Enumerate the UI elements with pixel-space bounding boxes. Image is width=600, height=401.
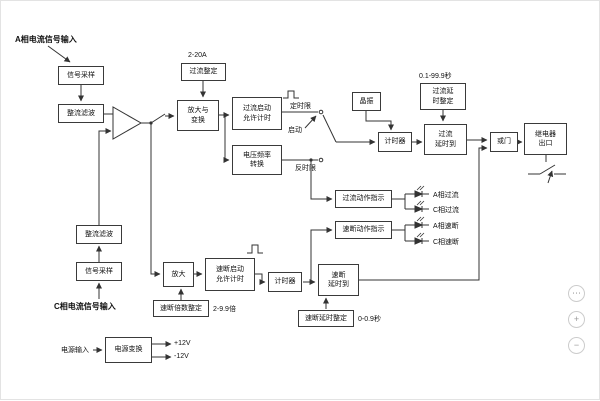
indicator-a-quickbreak: A相速断 [433, 223, 459, 230]
box-timer-oc: 计时器 [378, 132, 412, 152]
box-rectifier-filter-c: 整流滤波 [76, 225, 122, 244]
selector-terminals [318, 109, 324, 163]
box-oc-action-indicator: 过流动作指示 [335, 190, 392, 208]
annotation-v-pos: +12V [174, 340, 191, 347]
plus-icon: + [573, 314, 580, 324]
junction-dots [149, 113, 313, 284]
wiring-lines [47, 45, 547, 360]
minus-icon: − [573, 340, 580, 350]
box-qb-action-indicator: 速断动作指示 [335, 221, 392, 239]
more-icon: ⋯ [572, 288, 581, 298]
annotation-qb-multiple-range: 2-9.9倍 [213, 306, 236, 313]
relay-contact-symbol [528, 164, 566, 184]
led-c-quickbreak-icon [414, 232, 429, 245]
box-signal-sample-c: 信号采样 [76, 262, 122, 281]
pulse-glyph-oc [283, 90, 299, 99]
annotation-oc-delay-range: 0.1-99.9秒 [419, 73, 452, 80]
box-amplify: 放大 [163, 262, 194, 287]
box-timer-qb: 计时器 [268, 272, 302, 292]
box-power-conversion: 电源变换 [105, 337, 152, 363]
input-label-power: 电源输入 [61, 347, 89, 354]
input-label-phase-a: A相电流信号输入 [15, 35, 77, 44]
led-symbols [414, 185, 429, 245]
input-label-phase-c: C相电流信号输入 [54, 302, 116, 311]
annotation-start: 启动 [288, 127, 302, 134]
led-a-quickbreak-icon [414, 216, 429, 229]
indicator-c-overcurrent: C相过流 [433, 207, 460, 214]
indicator-a-overcurrent: A相过流 [433, 192, 459, 199]
box-rectifier-filter-a: 整流滤波 [58, 104, 104, 123]
annotation-inverse-time: 反时限 [295, 165, 316, 172]
box-amplify-transform: 放大与 变换 [177, 100, 219, 131]
box-oc-delay-reached: 过流 延时到 [424, 124, 467, 155]
box-qb-delay-reached: 速断 延时到 [318, 264, 359, 296]
annotation-v-neg: -12V [174, 353, 189, 360]
box-crystal-osc: 晶振 [352, 92, 381, 111]
box-qb-multiple-setting: 速断倍数整定 [153, 300, 209, 317]
box-overcurrent-setting: 过流整定 [181, 63, 226, 81]
annotation-qb-delay-range: 0-0.9秒 [358, 316, 381, 323]
widget-plus-button[interactable]: + [568, 311, 585, 328]
widget-more-button[interactable]: ⋯ [568, 285, 585, 302]
box-or-gate: 或门 [490, 132, 518, 152]
box-oc-start-timing: 过流启动 允许计时 [232, 97, 282, 130]
widget-minus-button[interactable]: − [568, 337, 585, 354]
box-vf-conversion: 电压频率 转换 [232, 145, 282, 175]
box-qb-start-timing: 速断启动 允许计时 [205, 258, 255, 291]
indicator-c-quickbreak: C相速断 [433, 239, 460, 246]
led-c-overcurrent-icon [414, 200, 429, 213]
pulse-glyph-qb [247, 244, 263, 254]
box-oc-delay-setting: 过流延 时整定 [420, 83, 466, 110]
floating-widget-stack: ⋯ + − [568, 285, 585, 354]
annotation-oc-range: 2-20A [188, 52, 207, 59]
opamp-comparator-symbol [112, 106, 143, 140]
annotation-definite-time: 定时限 [290, 103, 311, 110]
led-a-overcurrent-icon [414, 185, 429, 198]
box-signal-sample-a: 信号采样 [58, 66, 104, 85]
box-qb-delay-setting: 速断延时整定 [298, 310, 354, 327]
box-relay-outlet: 继电器 出口 [524, 123, 567, 155]
